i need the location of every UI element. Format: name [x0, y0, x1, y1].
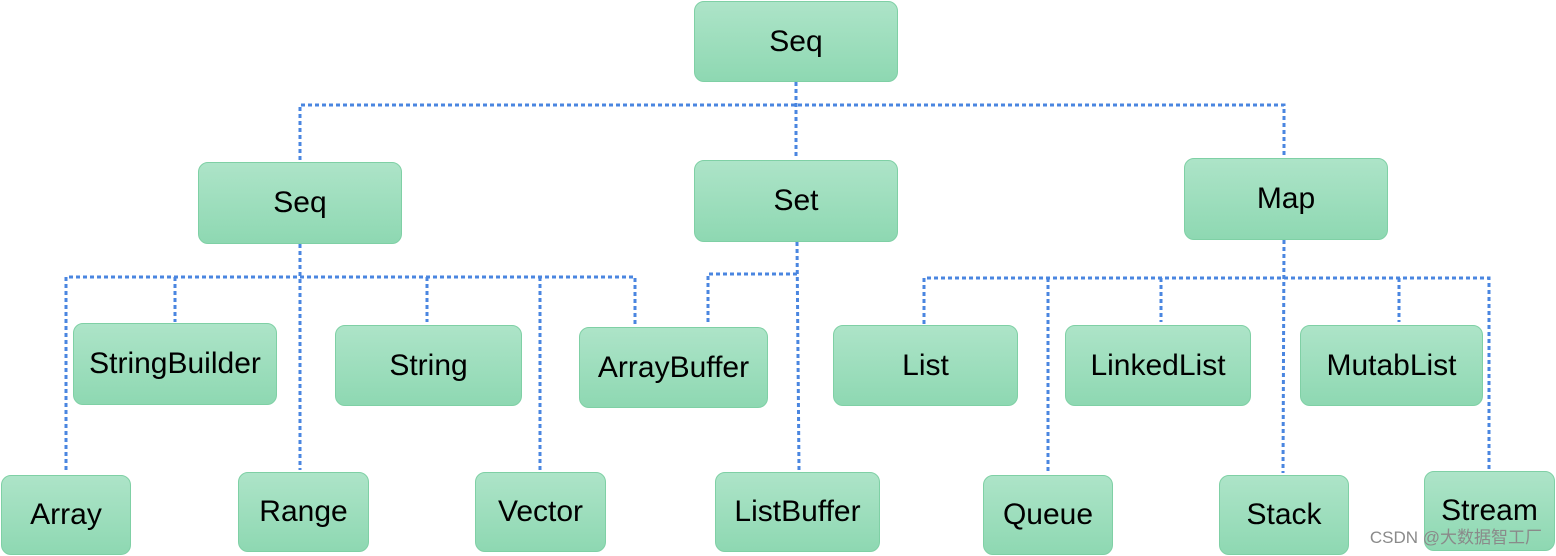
node-listbuffer: ListBuffer: [715, 472, 880, 552]
connector-set-trunk: [795, 241, 801, 471]
node-stream: Stream: [1424, 471, 1555, 551]
node-mutablist: MutabList: [1300, 325, 1483, 406]
connector-root-bus: [298, 103, 1286, 160]
node-range: Range: [238, 472, 369, 552]
node-vector: Vector: [475, 472, 606, 552]
node-stack: Stack: [1219, 475, 1349, 555]
connector-seq-bus: [64, 275, 637, 470]
node-seq-root: Seq: [694, 1, 898, 82]
node-seq: Seq: [198, 162, 402, 244]
node-map: Map: [1184, 158, 1388, 240]
node-linkedlist: LinkedList: [1065, 325, 1251, 406]
node-list: List: [833, 325, 1018, 406]
node-stringbuilder: StringBuilder: [73, 323, 277, 405]
node-arraybuffer: ArrayBuffer: [579, 327, 768, 408]
node-string: String: [335, 325, 522, 406]
watermark: CSDN @大数据智工厂: [1369, 528, 1542, 547]
node-array: Array: [1, 475, 131, 555]
node-queue: Queue: [983, 475, 1113, 555]
node-set: Set: [694, 160, 898, 242]
connector-map-bus: [922, 276, 1491, 470]
connector-map-trunk: [1281, 239, 1286, 474]
connector-to-arraybuffer: [706, 272, 797, 324]
